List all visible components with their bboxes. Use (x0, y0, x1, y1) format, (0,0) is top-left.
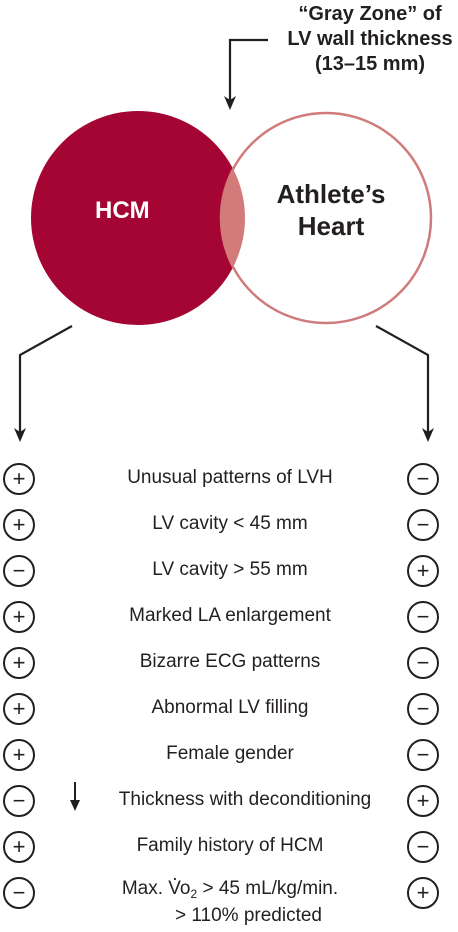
hcm-sign-2: + (3, 509, 35, 541)
athlete-sign-2: − (407, 509, 439, 541)
hcm-sign-5: + (3, 647, 35, 679)
hcm-sign-1: + (3, 463, 35, 495)
criterion-label-2: LV cavity < 45 mm (152, 513, 308, 534)
hcm-sign-4: + (3, 601, 35, 633)
gray-zone-arrow (228, 38, 268, 100)
athlete-label-line1: Athlete’s (276, 179, 386, 209)
athlete-sign-9: − (407, 831, 439, 863)
gray-zone-arrowhead (224, 96, 236, 110)
criterion-label-3: LV cavity > 55 mm (152, 559, 308, 580)
criterion-label-8: Thickness with deconditioning (118, 789, 372, 810)
criterion-label-9: Family history of HCM (136, 835, 324, 856)
athlete-sign-6: − (407, 693, 439, 725)
gray-zone-label-line1: “Gray Zone” of (298, 3, 442, 25)
criterion-label-4: Marked LA enlargement (129, 605, 331, 626)
athlete-label-line2: Heart (297, 211, 365, 241)
criterion-label-7: Female gender (166, 743, 294, 764)
criterion-label-1: Unusual patterns of LVH (127, 467, 333, 488)
gray-zone-label-line3: (13–15 mm) (314, 53, 426, 75)
hcm-sign-6: + (3, 693, 35, 725)
athlete-sign-3: + (407, 555, 439, 587)
criterion-label-6: Abnormal LV filling (151, 697, 309, 718)
athlete-sign-4: − (407, 601, 439, 633)
athlete-sign-7: − (407, 739, 439, 771)
left-arrow (18, 325, 73, 432)
hcm-sign-9: + (3, 831, 35, 863)
hcm-sign-3: − (3, 555, 35, 587)
hcm-sign-8: − (3, 785, 35, 817)
criterion-label-5: Bizarre ECG patterns (139, 651, 321, 672)
hcm-sign-7: + (3, 739, 35, 771)
gray-zone-label-line2: LV wall thickness (287, 28, 453, 50)
athlete-sign-5: − (407, 647, 439, 679)
athlete-sign-10: + (407, 877, 439, 909)
athlete-sign-8: + (407, 785, 439, 817)
right-arrow (375, 325, 430, 432)
athlete-sign-1: − (407, 463, 439, 495)
hcm-sign-10: − (3, 877, 35, 909)
criterion-label-10: Max. Vo2 > 45 mL/kg/min. (60, 878, 400, 905)
criterion-label-10-line2: > 110% predicted (175, 905, 322, 926)
hcm-label: HCM (95, 197, 150, 224)
hcm-circle (31, 111, 245, 325)
